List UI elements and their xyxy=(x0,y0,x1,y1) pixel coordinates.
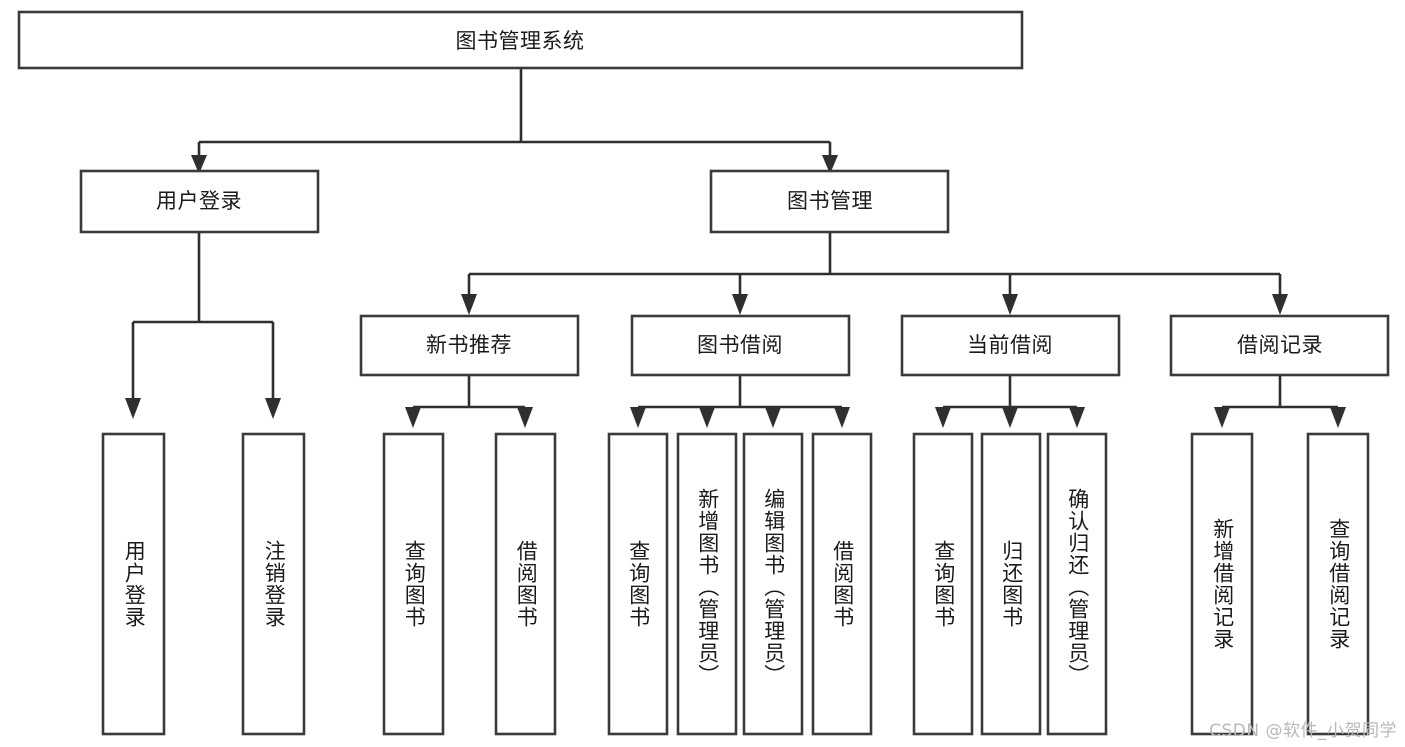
arrow-head-user-login xyxy=(191,155,207,174)
node-current-borrow-box[interactable] xyxy=(900,314,1121,377)
node-new-book-recommend-box[interactable] xyxy=(359,314,580,377)
connector-group-borrow-record xyxy=(1214,375,1346,428)
arrow-head-leaf-query-book-1 xyxy=(405,407,421,428)
node-leaf-logout-box[interactable] xyxy=(241,432,306,736)
node-new-book-recommend[interactable]: 新书推荐 xyxy=(359,314,580,377)
connector-group-user-login xyxy=(125,232,281,419)
node-leaf-query-book-2-box[interactable] xyxy=(607,432,669,736)
leaf-box-group xyxy=(101,432,1370,736)
csdn-watermark: CSDN @软件_小贺同学 xyxy=(1209,721,1397,741)
node-current-borrow-label: 当前借阅 xyxy=(967,333,1053,357)
node-borrow-record-box[interactable] xyxy=(1169,314,1390,377)
arrow-head-leaf-add-record xyxy=(1214,407,1230,428)
node-book-borrow[interactable]: 图书借阅 xyxy=(630,314,851,377)
node-user-login-label: 用户登录 xyxy=(156,189,242,213)
node-new-book-recommend-label: 新书推荐 xyxy=(426,333,512,357)
connector-group-book-borrow xyxy=(630,375,850,428)
node-leaf-query-book-3-box[interactable] xyxy=(912,432,974,736)
arrow-head-leaf-logout xyxy=(265,398,281,419)
arrow-head-leaf-query-book-2 xyxy=(630,407,646,428)
arrow-head-borrow-record xyxy=(1272,294,1288,315)
arrow-head-new-book-recommend xyxy=(461,294,477,315)
node-leaf-borrow-book-1-box[interactable] xyxy=(494,432,557,736)
node-leaf-return-book-box[interactable] xyxy=(980,432,1042,736)
node-user-login[interactable]: 用户登录 xyxy=(79,169,320,234)
node-root-box[interactable] xyxy=(17,10,1024,70)
node-leaf-edit-book-box[interactable] xyxy=(742,432,804,736)
node-leaf-add-book-box[interactable] xyxy=(676,432,738,736)
node-borrow-record[interactable]: 借阅记录 xyxy=(1169,314,1390,377)
node-book-management[interactable]: 图书管理 xyxy=(709,169,950,234)
arrow-head-book-borrow xyxy=(732,294,748,315)
connector-group-root xyxy=(191,68,838,174)
connector-group-new-book-recommend xyxy=(405,375,533,428)
arrow-head-leaf-borrow-book-2 xyxy=(834,407,850,428)
arrow-head-leaf-query-book-3 xyxy=(935,407,951,428)
arrow-head-leaf-edit-book xyxy=(765,407,781,428)
node-leaf-borrow-book-2-box[interactable] xyxy=(811,432,873,736)
arrow-head-leaf-borrow-book-1 xyxy=(517,407,533,428)
arrow-head-book-management xyxy=(822,155,838,174)
node-user-login-box[interactable] xyxy=(79,169,320,234)
connector-group-book-management xyxy=(461,232,1288,315)
node-leaf-confirm-return-box[interactable] xyxy=(1046,432,1108,736)
node-root[interactable]: 图书管理系统 xyxy=(17,10,1024,70)
node-leaf-query-book-1-box[interactable] xyxy=(382,432,445,736)
node-book-borrow-box[interactable] xyxy=(630,314,851,377)
arrow-head-leaf-query-record xyxy=(1330,407,1346,428)
node-book-management-label: 图书管理 xyxy=(787,189,873,213)
node-leaf-query-record-box[interactable] xyxy=(1306,432,1370,736)
node-book-borrow-label: 图书借阅 xyxy=(697,333,783,357)
arrow-head-leaf-return-book xyxy=(1002,407,1018,428)
arrow-head-leaf-user-login xyxy=(125,398,141,419)
arrow-head-leaf-add-book xyxy=(699,407,715,428)
node-book-management-box[interactable] xyxy=(709,169,950,234)
node-leaf-add-record-box[interactable] xyxy=(1190,432,1254,736)
node-leaf-user-login-box[interactable] xyxy=(101,432,166,736)
connector-group-current-borrow xyxy=(935,375,1085,428)
node-current-borrow[interactable]: 当前借阅 xyxy=(900,314,1121,377)
node-root-label: 图书管理系统 xyxy=(456,29,585,53)
arrow-head-leaf-confirm-return xyxy=(1069,407,1085,428)
arrow-head-current-borrow xyxy=(1002,294,1018,315)
node-borrow-record-label: 借阅记录 xyxy=(1237,333,1323,357)
